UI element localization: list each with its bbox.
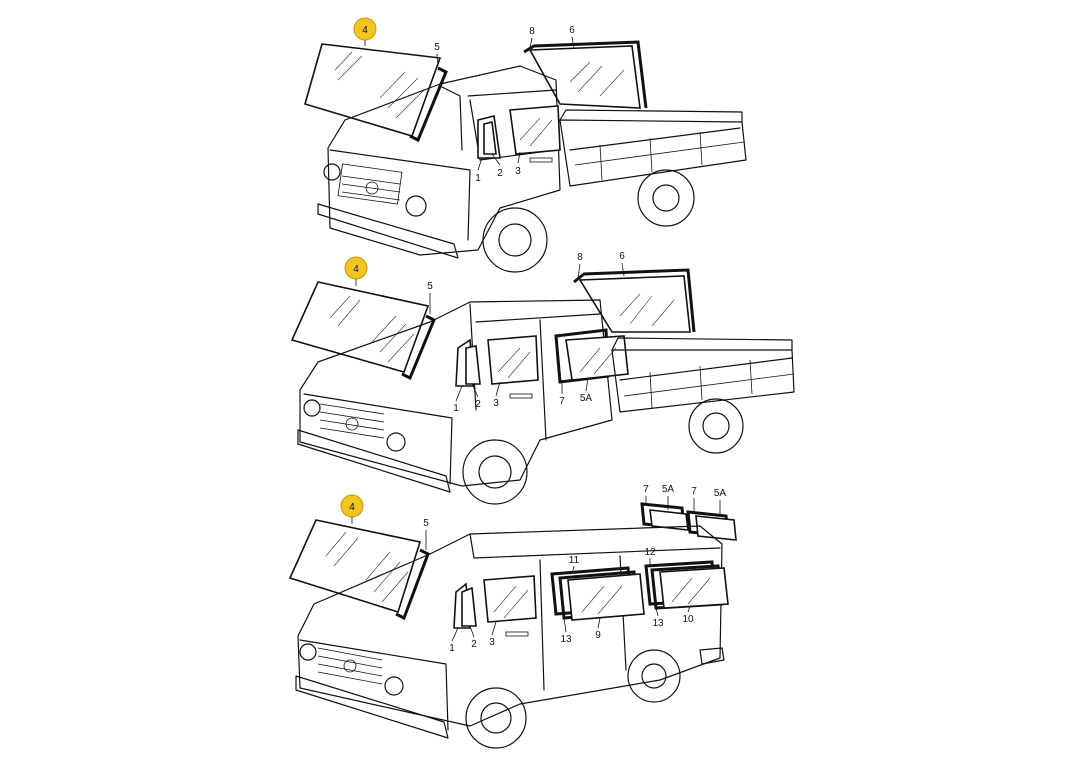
label-part-6: 6	[619, 251, 625, 262]
vehicle-double-cab-pickup: 4 5 8 6 1 2 3 7 5A	[290, 251, 795, 505]
label-part-7: 7	[643, 484, 649, 495]
label-part-8: 8	[577, 252, 583, 263]
label-part-4: 4	[349, 502, 355, 513]
label-part-8: 8	[529, 26, 535, 37]
label-part-5a: 5A	[662, 484, 675, 495]
label-part-1: 1	[475, 173, 481, 184]
label-part-1: 1	[453, 403, 459, 414]
label-part-7: 7	[559, 396, 565, 407]
label-part-10: 10	[682, 614, 694, 625]
rear-cab-window-part-6	[578, 275, 691, 333]
label-part-7b: 7	[691, 486, 697, 497]
rear-window-seal-part-8	[573, 268, 696, 333]
label-part-3: 3	[489, 637, 495, 648]
side-window-part-10	[659, 567, 729, 609]
label-part-5a-b: 5A	[714, 488, 727, 499]
vehicle-van: 4 5 7 5A 7 5A 11 12 1 2 3 13 9 13 10	[288, 484, 737, 749]
label-part-5a: 5A	[580, 393, 593, 404]
rear-cab-window-part-6	[528, 45, 641, 109]
side-window-part-9	[567, 573, 645, 621]
label-part-2: 2	[471, 639, 477, 650]
label-part-2: 2	[497, 168, 503, 179]
windshield-part-4	[288, 519, 422, 614]
windshield-part-4	[304, 43, 442, 137]
label-part-4: 4	[353, 264, 359, 275]
side-vent-window-part-5a	[649, 509, 689, 531]
label-part-6: 6	[569, 25, 575, 36]
windshield-part-4	[290, 281, 430, 373]
label-part-5: 5	[427, 281, 433, 292]
side-vent-window-part-5a-b	[695, 515, 737, 541]
windshield-seal-part-5	[395, 548, 430, 621]
label-part-11: 11	[569, 555, 580, 566]
vehicle-single-cab-pickup: 4 5 8 6 1 2 3	[304, 17, 747, 273]
rear-door-window-part-5a	[565, 335, 629, 381]
label-part-13: 13	[560, 634, 572, 645]
rear-window-seal-part-8	[523, 40, 648, 109]
windshield-seal-part-5	[409, 66, 448, 143]
label-part-9: 9	[595, 630, 601, 641]
label-part-2: 2	[475, 399, 481, 410]
label-part-1: 1	[449, 643, 455, 654]
label-part-5: 5	[423, 518, 429, 529]
label-part-12: 12	[644, 547, 656, 558]
label-part-13b: 13	[652, 618, 664, 629]
label-part-3: 3	[515, 166, 521, 177]
windshield-seal-part-5	[401, 314, 436, 381]
label-part-3: 3	[493, 398, 499, 409]
label-part-5: 5	[434, 42, 440, 53]
label-part-4: 4	[362, 25, 368, 36]
